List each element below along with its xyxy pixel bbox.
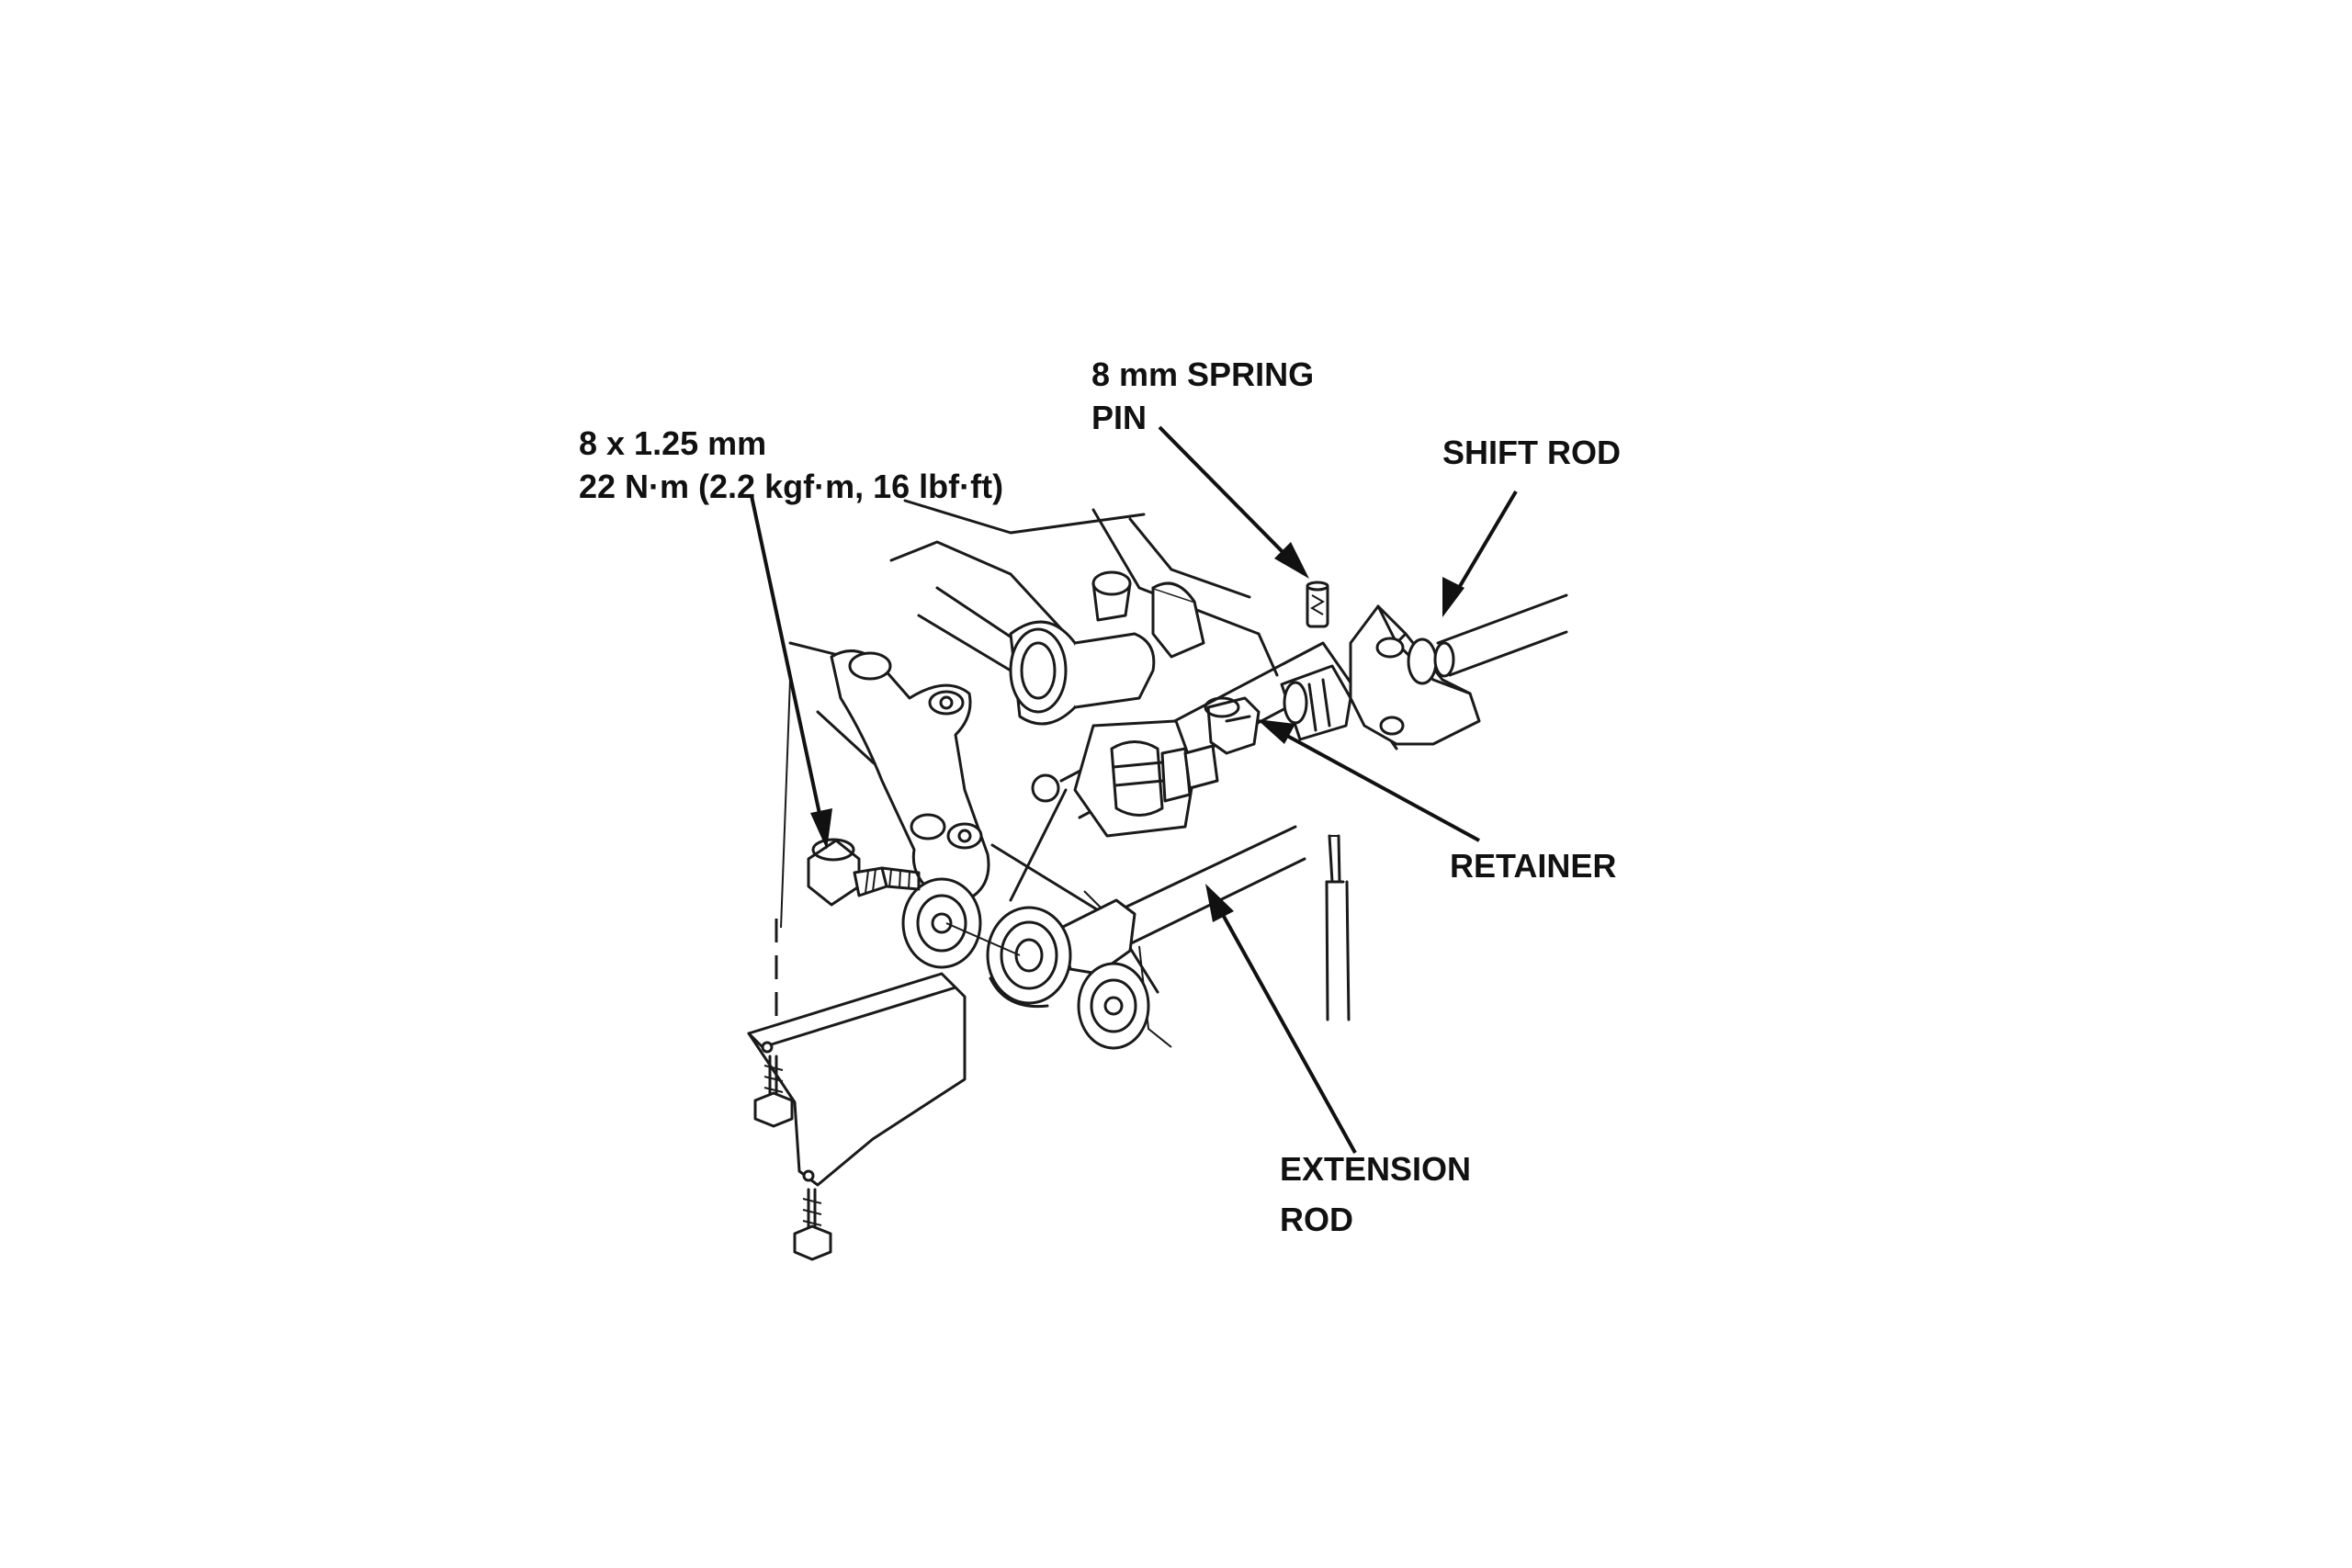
leader-spring-pin — [1158, 425, 1309, 579]
shift-shaft-joint — [1031, 719, 1219, 838]
extension-rod — [1059, 825, 1306, 976]
leader-extension-rod — [1205, 884, 1357, 1154]
label-retainer: RETAINER — [1450, 847, 1616, 885]
bracket-bolt-lower — [793, 1188, 832, 1261]
bracket-bolt-upper — [753, 1055, 794, 1128]
retainer — [1204, 696, 1261, 755]
shift-rod-joint — [1280, 604, 1481, 746]
label-extension-rod-1: EXTENSION — [1280, 1150, 1471, 1188]
label-bolt-size: 8 x 1.25 mm — [579, 424, 766, 462]
select-lever-shaft — [917, 570, 1205, 726]
mounting-bracket — [747, 919, 967, 1187]
label-shift-rod: SHIFT ROD — [1442, 434, 1621, 471]
bushing-washers — [901, 877, 1150, 1050]
shift-rod — [1433, 593, 1568, 678]
leader-retainer — [1257, 719, 1480, 842]
leader-bolt — [750, 495, 832, 850]
pin-punch-tool — [1325, 834, 1351, 1021]
spring-pin — [1306, 581, 1329, 628]
flange-bolt — [807, 838, 921, 907]
label-extension-rod-2: ROD — [1280, 1201, 1353, 1238]
label-spring-pin-1: 8 mm SPRING — [1091, 355, 1314, 393]
label-spring-pin-2: PIN — [1091, 399, 1147, 436]
fork-boss — [848, 651, 892, 681]
shift-fork-arm — [830, 649, 990, 897]
leader-shift-rod — [1442, 490, 1518, 617]
label-bolt-torque: 22 N·m (2.2 kgf·m, 16 lbf·ft) — [579, 468, 1003, 505]
